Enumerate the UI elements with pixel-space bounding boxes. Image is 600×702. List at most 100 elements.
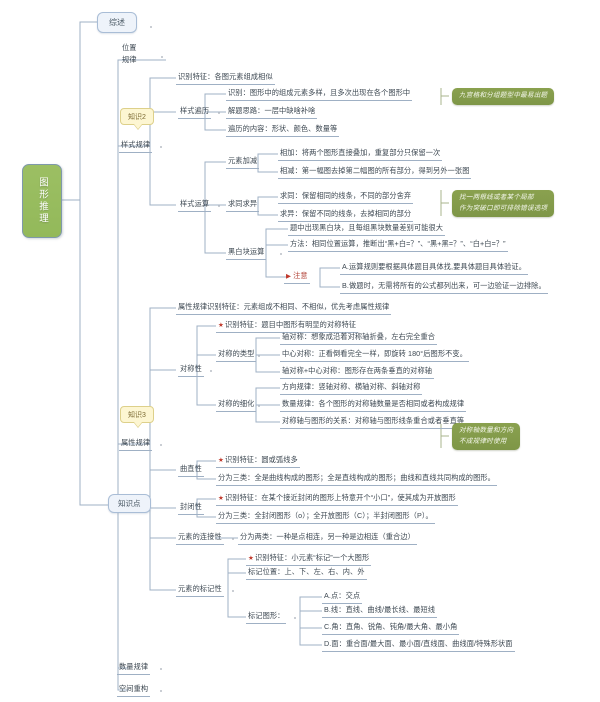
- node-symmetry[interactable]: 对称性: [178, 364, 204, 377]
- node-curvature-identify-feature[interactable]: ★识别特征：圆或弧线多: [216, 455, 300, 468]
- node-add-subtract-item-label: 相减：第一幅图去掉第二幅图的所有部分，得到另外一张图: [280, 166, 470, 175]
- node-marking[interactable]: 元素的标记性: [176, 584, 224, 597]
- node-closure-identify-feature[interactable]: ★识别特征：在某个接近封闭的图形上特意开个“小口”，使其成为开放图形: [216, 493, 458, 506]
- node-black-white-item-label: 方法：相同位置运算，推断出“黑+白=？”、“黑+黑=？”、“白+白=？”: [290, 239, 506, 248]
- flag-icon: ▶: [286, 273, 292, 280]
- node-symmetry-types[interactable]: 对称的类型: [216, 349, 257, 362]
- node-connectivity-detail-label: 分为两类：一种是点相连，另一种是边相连（重合边）: [240, 532, 415, 541]
- node-curvature-identify-feature-label: 识别特征：圆或弧线多: [224, 455, 298, 464]
- node-marking-shape-item[interactable]: B.线：直线、曲线/最长线、最短线: [322, 605, 438, 618]
- node-symmetry-type-item-label: 中心对称：正看倒看完全一样，即旋转 180°后图形不变。: [282, 349, 467, 358]
- style-rule-marker-icon: [160, 146, 162, 148]
- node-overview-label: 综述: [109, 18, 125, 27]
- node-symmetry-type-item[interactable]: 轴对称：想象成沿着对称轴折叠，左右完全重合: [280, 332, 438, 345]
- node-add-subtract-item[interactable]: 相减：第一幅图去掉第二幅图的所有部分，得到另外一张图: [278, 166, 472, 179]
- node-same-diff-label: 求同求异: [228, 199, 258, 208]
- node-black-white-operation[interactable]: 黑白块运算: [226, 247, 267, 260]
- symmetry-marker-icon: [210, 370, 212, 372]
- node-black-white-note[interactable]: ▶注意: [284, 271, 310, 284]
- node-curvature-detail[interactable]: 分为三类：全是曲线构成的图形；全是直线构成的图形；曲线和直线共同构成的图形。: [216, 473, 497, 486]
- root-node[interactable]: 图形推理: [22, 164, 62, 238]
- node-overview[interactable]: 综述: [97, 12, 137, 33]
- node-position-rule[interactable]: 位置 规律: [122, 42, 137, 66]
- node-marking-shapes[interactable]: 标记图形：: [246, 611, 287, 624]
- node-same-diff-item-label: 求同：保留相同的线条，不同的部分舍弃: [280, 191, 412, 200]
- node-same-diff-item[interactable]: 求同：保留相同的线条，不同的部分舍弃: [278, 191, 414, 204]
- node-style-identify-feature-label: 识别特征：各图元素组成相似: [178, 72, 273, 81]
- node-symmetry-detail-item[interactable]: 数量规律：各个图形的对称轴数量是否相同或者构成规律: [280, 399, 467, 412]
- node-style-traversal[interactable]: 样式遍历: [178, 106, 212, 119]
- node-black-white-item[interactable]: 题中出现黑白块，且每组黑块数量差别可能很大: [288, 223, 446, 236]
- node-quantity-rule[interactable]: 数量规律: [117, 662, 151, 675]
- annotation-same-diff: 找一两根线或者某个局部 作为突破口即可排除错误选项: [452, 190, 555, 218]
- node-style-operation[interactable]: 样式运算: [178, 199, 212, 212]
- node-connectivity-detail[interactable]: 分为两类：一种是点相连，另一种是边相连（重合边）: [238, 532, 417, 545]
- node-attribute-identify-feature-label: 属性规律识别特征：元素组成不相同、不相似，优先考虑属性规律: [178, 302, 390, 311]
- node-black-white-item-label: 题中出现黑白块，且每组黑块数量差别可能很大: [290, 223, 444, 232]
- node-knowledge-points[interactable]: 知识点: [108, 494, 151, 513]
- node-closure-detail[interactable]: 分为三类：全封闭图形（o）；全开放图形（C）；半封闭图形（P）。: [216, 511, 435, 524]
- node-symmetry-details[interactable]: 对称的细化: [216, 399, 257, 412]
- callout-knowledge-3: 知识3: [120, 406, 154, 423]
- node-note-item-label: B.做题时，无需将所有的公式都列出来，可一边验证一边排除。: [342, 281, 546, 290]
- annotation-symmetry-line-2: 不成规律时使用: [459, 437, 507, 445]
- node-marking-shape-item[interactable]: D.面：重合面/最大面、最小面/直线面、曲线面/特殊形状面: [322, 639, 515, 652]
- node-marking-identify-feature-label: 识别特征：小元素“标记”一个大图形: [254, 553, 370, 562]
- star-icon: ★: [218, 495, 224, 502]
- node-note-item[interactable]: A.运算规则要根据具体题目具体找,要具体题目具体验证。: [340, 262, 528, 275]
- node-symmetry-type-item[interactable]: 中心对称：正看倒看完全一样，即旋转 180°后图形不变。: [280, 349, 469, 362]
- node-curvature-detail-label: 分为三类：全是曲线构成的图形；全是直线构成的图形；曲线和直线共同构成的图形。: [218, 473, 495, 482]
- node-traversal-item-label: 解题思路：一层中缺啥补啥: [228, 106, 316, 115]
- node-same-diff-item[interactable]: 求异：保留不同的线条，去掉相同的部分: [278, 209, 414, 222]
- node-traversal-item[interactable]: 识别：图形中的组成元素多样，且多次出现在各个图形中: [226, 88, 413, 101]
- node-style-rule-label: 样式规律: [121, 140, 151, 149]
- node-traversal-item[interactable]: 遍历的内容：形状、颜色、数量等: [226, 124, 340, 137]
- node-attribute-rule[interactable]: 属性规律: [119, 438, 153, 451]
- node-closure[interactable]: 封闭性: [178, 502, 204, 515]
- node-marking-position[interactable]: 标记位置：上、下、左、右、内、外: [246, 567, 367, 580]
- node-marking-identify-feature[interactable]: ★识别特征：小元素“标记”一个大图形: [246, 553, 372, 566]
- node-marking-label: 元素的标记性: [178, 584, 222, 593]
- annotation-traversal-label: 九宫格和分组题型中最易出题: [459, 92, 548, 99]
- star-icon: ★: [218, 322, 224, 329]
- node-symmetry-identify-feature[interactable]: ★识别特征：题目中图形有明显的对称特征: [216, 320, 359, 333]
- node-style-traversal-label: 样式遍历: [180, 106, 210, 115]
- node-traversal-item-label: 遍历的内容：形状、颜色、数量等: [228, 124, 338, 133]
- node-add-subtract-item[interactable]: 相加：将两个图形直接叠加，重复部分只保留一次: [278, 148, 443, 161]
- node-connectivity[interactable]: 元素的连接性: [176, 532, 224, 545]
- node-same-diff[interactable]: 求同求异: [226, 199, 260, 212]
- node-attribute-identify-feature[interactable]: 属性规律识别特征：元素组成不相同、不相似，优先考虑属性规律: [176, 302, 392, 315]
- node-curvature[interactable]: 曲直性: [178, 464, 204, 477]
- node-element-add-subtract[interactable]: 元素加减: [226, 156, 260, 169]
- node-marking-shape-item[interactable]: C.角：直角、锐角、钝角/最大角、最小角: [322, 622, 460, 635]
- node-traversal-item[interactable]: 解题思路：一层中缺啥补啥: [226, 106, 318, 119]
- star-icon: ★: [248, 555, 254, 562]
- node-symmetry-details-label: 对称的细化: [218, 399, 255, 408]
- position-rule-marker-icon: [161, 56, 163, 58]
- node-style-identify-feature[interactable]: 识别特征：各图元素组成相似: [176, 72, 275, 85]
- node-spatial-reconstruction-label: 空间重构: [119, 684, 149, 693]
- node-closure-label: 封闭性: [180, 502, 202, 511]
- node-note-item-label: A.运算规则要根据具体题目具体找,要具体题目具体验证。: [342, 262, 526, 271]
- node-symmetry-type-item-label: 轴对称：想象成沿着对称轴折叠，左右完全重合: [282, 332, 436, 341]
- node-style-operation-label: 样式运算: [180, 199, 210, 208]
- overview-marker-icon: [150, 26, 152, 28]
- node-symmetry-detail-item[interactable]: 方向规律：竖轴对称、横轴对称、斜轴对称: [280, 382, 423, 395]
- annotation-same-diff-line-1: 找一两根线或者某个局部: [459, 194, 534, 201]
- node-marking-shape-item[interactable]: A.点：交点: [322, 591, 363, 604]
- node-symmetry-detail-item-label: 对称轴与图形的关系：对称轴与图形线条重合或者垂直等: [282, 416, 465, 425]
- node-knowledge-points-label: 知识点: [118, 499, 141, 508]
- node-symmetry-types-label: 对称的类型: [218, 349, 255, 358]
- node-spatial-reconstruction[interactable]: 空间重构: [117, 684, 151, 697]
- node-same-diff-item-label: 求异：保留不同的线条，去掉相同的部分: [280, 209, 412, 218]
- node-black-white-item[interactable]: 方法：相同位置运算，推断出“黑+白=？”、“黑+黑=？”、“白+白=？”: [288, 239, 508, 252]
- node-style-rule[interactable]: 样式规律: [119, 140, 153, 153]
- star-icon: ★: [218, 457, 224, 464]
- node-symmetry-detail-item[interactable]: 对称轴与图形的关系：对称轴与图形线条重合或者垂直等: [280, 416, 467, 429]
- node-connectivity-label: 元素的连接性: [178, 532, 222, 541]
- node-symmetry-type-item[interactable]: 轴对称+中心对称：图形存在两条垂直的对称轴: [280, 366, 435, 379]
- node-note-item[interactable]: B.做题时，无需将所有的公式都列出来，可一边验证一边排除。: [340, 281, 548, 294]
- node-black-white-note-label: 注意: [293, 271, 308, 280]
- annotation-traversal: 九宫格和分组题型中最易出题: [452, 88, 555, 105]
